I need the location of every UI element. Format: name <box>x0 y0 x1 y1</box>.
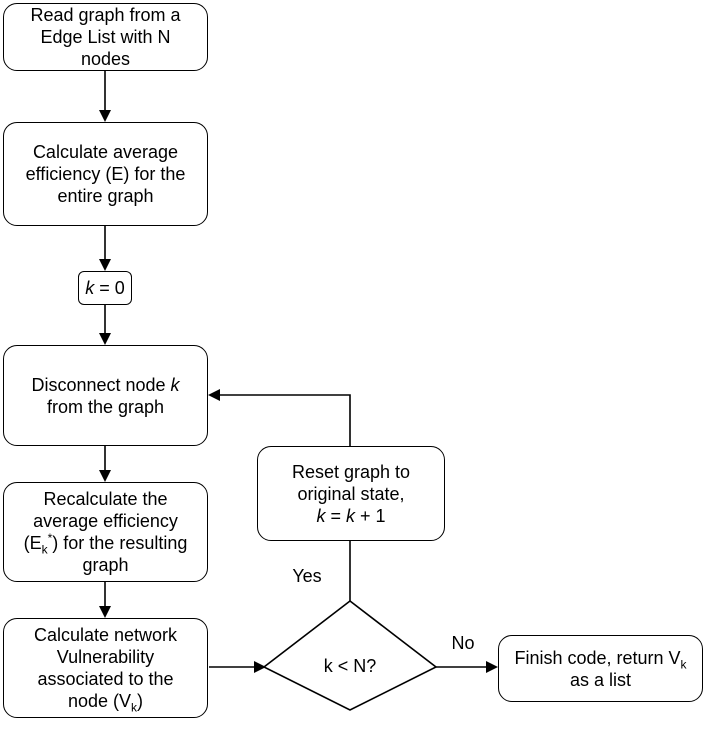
disconnect-line-1: Disconnect node k <box>31 374 179 396</box>
vuln-line-2: Vulnerability <box>56 647 155 667</box>
recalculate-box: Recalculate the average efficiency (Ek*)… <box>3 482 208 582</box>
finish-line-2: as a list <box>569 669 631 690</box>
recalc-sup: * <box>47 531 53 545</box>
reset-line-3: k = k + 1 <box>292 505 410 527</box>
k-init-rest: = 0 <box>94 278 125 298</box>
read-graph-box: Read graph from a Edge List with N nodes <box>3 3 208 71</box>
vuln-line-3: associated to the <box>37 669 174 689</box>
disconnect-prefix: Disconnect node <box>31 374 171 395</box>
decision-diamond <box>262 599 438 711</box>
calc-average-box: Calculate average efficiency (E) for the… <box>3 122 208 226</box>
yes-edge-label: Yes <box>292 566 322 586</box>
finish-pre: Finish code, return V <box>514 647 681 668</box>
calc-average-line-1: Calculate average <box>32 142 179 162</box>
recalc-line-4: graph <box>82 555 129 575</box>
no-edge-label: No <box>451 633 475 653</box>
reset-line-1: Reset graph to <box>291 461 411 482</box>
reset-post: + 1 <box>354 505 386 526</box>
vulnerability-box: Calculate network Vulnerability associat… <box>3 618 208 718</box>
read-graph-line-3: nodes <box>80 49 131 69</box>
disconnect-line-2: from the graph <box>46 396 165 417</box>
decision-label: k < N? <box>323 656 377 676</box>
vuln-line-4: node (Vk) <box>34 690 177 715</box>
k-init-text: k = 0 <box>85 277 125 299</box>
recalc-open: (E <box>23 533 42 553</box>
reset-graph-box: Reset graph to original state, k = k + 1 <box>257 446 445 541</box>
vuln-sub: k <box>131 700 138 715</box>
vuln-pre: node (V <box>67 691 132 711</box>
disconnect-node-box: Disconnect node k from the graph <box>3 345 208 446</box>
finish-line-1: Finish code, return Vk <box>514 647 687 672</box>
reset-var-1: k <box>316 505 326 526</box>
recalc-rest: ) for the resulting <box>52 533 188 553</box>
reset-mid: = <box>325 505 346 526</box>
k-init-var: k <box>85 278 95 298</box>
reset-line-2: original state, <box>297 483 405 504</box>
recalc-line-2: average efficiency <box>33 511 178 531</box>
disconnect-var: k <box>170 374 180 395</box>
vuln-post: ) <box>137 691 144 711</box>
recalc-line-3: (Ek*) for the resulting <box>23 531 188 557</box>
arrow-reset-to-disconnect <box>208 389 351 446</box>
calc-average-line-3: entire graph <box>57 186 154 206</box>
recalc-sub: k <box>41 542 48 557</box>
recalc-line-1: Recalculate the <box>43 489 168 509</box>
reset-var-2: k <box>345 505 355 526</box>
k-init-box: k = 0 <box>78 271 132 305</box>
vuln-line-1: Calculate network <box>33 625 178 645</box>
finish-box: Finish code, return Vk as a list <box>498 635 703 702</box>
read-graph-line-1: Read graph from a <box>30 5 181 25</box>
finish-sub: k <box>680 657 687 672</box>
read-graph-line-2: Edge List with N <box>40 27 171 47</box>
calc-average-line-2: efficiency (E) for the <box>25 164 186 184</box>
